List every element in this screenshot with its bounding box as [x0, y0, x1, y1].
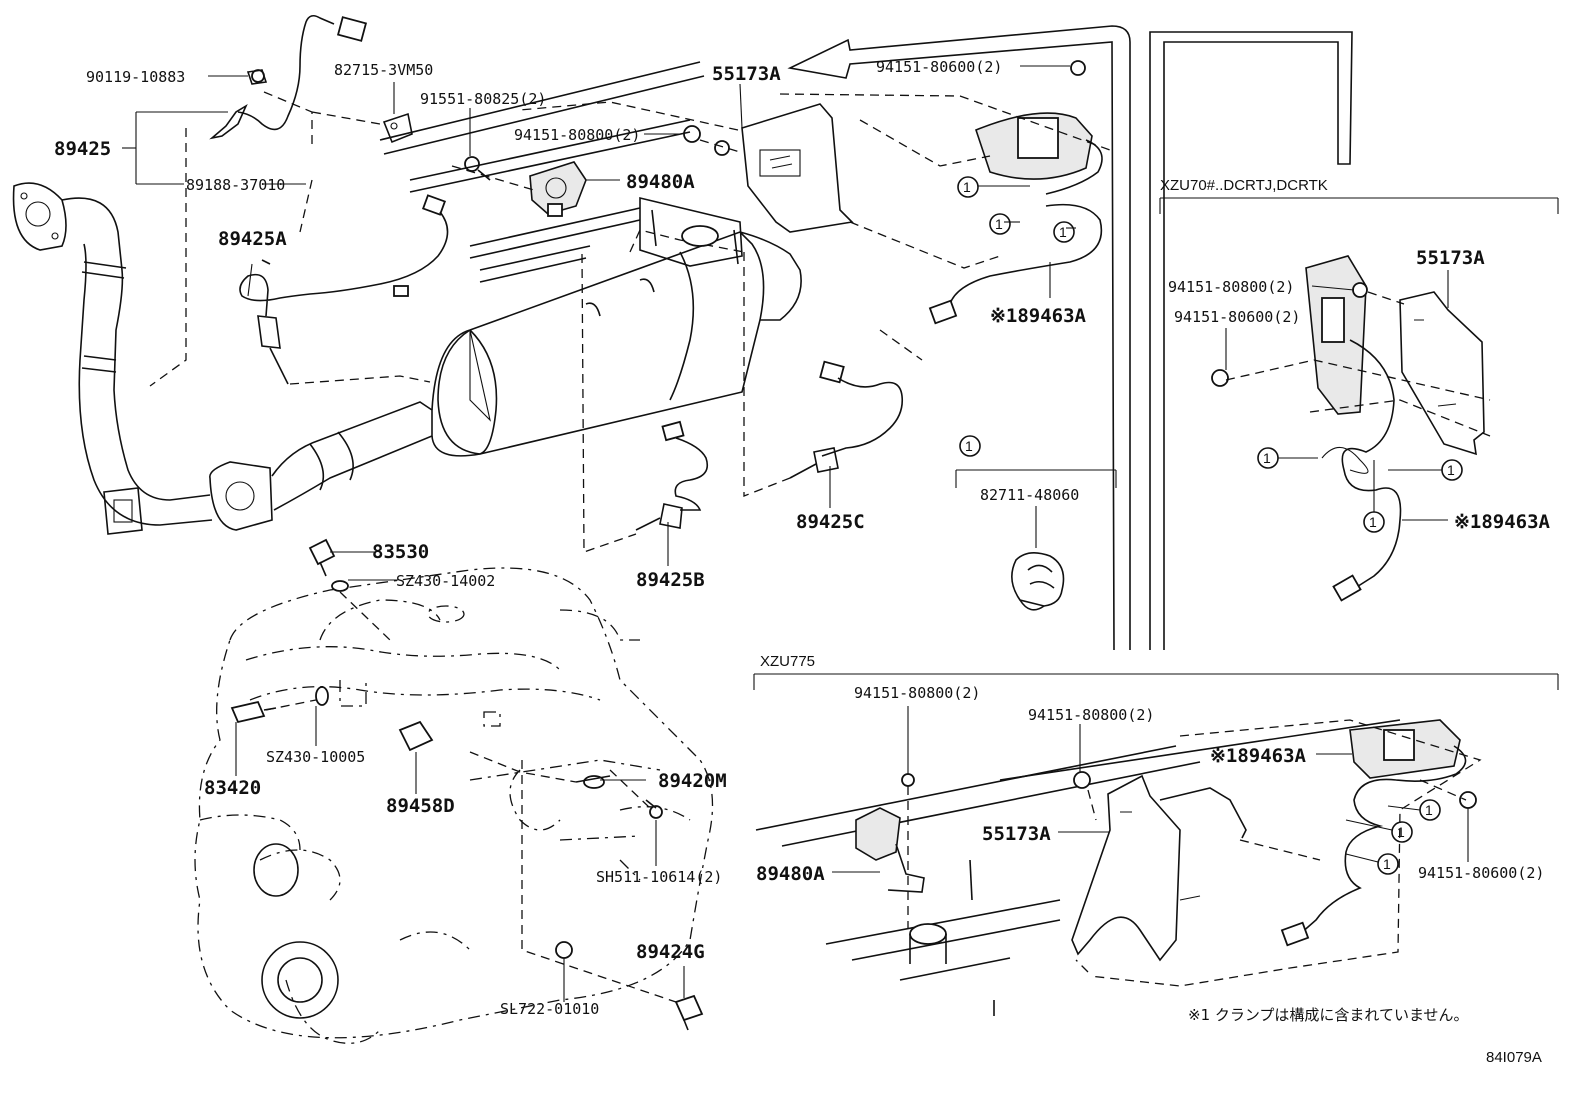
label-sz430-14002: SZ430-14002 [396, 572, 495, 590]
sensor-89425c [789, 360, 904, 479]
clamp-marker: 1 [1369, 514, 1377, 530]
bracket-55173a-top [683, 103, 854, 233]
catalytic-converter [209, 231, 802, 531]
section-frame-bottom [753, 673, 1559, 690]
clamp-marker: 1 [1447, 462, 1455, 478]
label-89463a-right: ※189463A [1454, 511, 1551, 533]
section-title-xzu70: XZU70#..DCRTJ,DCRTK [1160, 177, 1328, 194]
label-94151-80600-bottom: 94151-80600(2) [1418, 864, 1544, 882]
clamp-marker: 1 [965, 438, 973, 454]
bracket-55173a-bottom [1071, 771, 1477, 962]
top-leaders [122, 65, 1070, 566]
figure-id: 84I079A [1486, 1049, 1542, 1066]
right-top-dashed [1225, 291, 1491, 437]
top-frame-rails [379, 61, 743, 283]
label-94151-80800-right: 94151-80800(2) [1168, 278, 1294, 296]
section-frame-right-top [1159, 197, 1559, 214]
label-94151-80800-top: 94151-80800(2) [514, 126, 640, 144]
exhaust-front-pipe [12, 182, 213, 535]
bracket-55173a-right [1399, 291, 1485, 456]
bottom-frame-rails [755, 719, 1401, 1016]
sensor-89425b [635, 420, 709, 531]
label-55173a-bottom: 55173A [982, 823, 1051, 845]
module-89463a-bottom [1280, 719, 1467, 947]
clamp-callouts [957, 176, 1463, 875]
clamp-marker: 1 [995, 216, 1003, 232]
label-94151-80800-bottom-b: 94151-80800(2) [1028, 706, 1154, 724]
clamp-marker: 1 [1059, 224, 1067, 240]
label-sl722-01010: SL722-01010 [500, 1000, 599, 1018]
clamp-marker: 1 [1397, 824, 1405, 840]
label-82715-3vm50: 82715-3VM50 [334, 61, 433, 79]
label-89425c: 89425C [796, 511, 865, 533]
label-55173a-right: 55173A [1416, 247, 1485, 269]
label-89463a-top: ※189463A [990, 305, 1087, 327]
label-83530: 83530 [372, 541, 429, 563]
footnote: ※1 クランプは構成に含まれていません。 [1188, 1006, 1469, 1024]
engine-sensors [230, 538, 704, 1031]
label-89425: 89425 [54, 138, 111, 160]
right-top-leaders [1225, 270, 1449, 521]
clamp-marker: 1 [1383, 856, 1391, 872]
bracket-82715 [382, 112, 413, 144]
label-94151-80800-bottom-a: 94151-80800(2) [854, 684, 980, 702]
label-89425b: 89425B [636, 569, 705, 591]
label-82711-48060: 82711-48060 [980, 486, 1079, 504]
sensor-89480a-top [529, 161, 587, 217]
label-sh511-10614: SH511-10614(2) [596, 868, 722, 886]
section-title-xzu775: XZU775 [760, 653, 815, 670]
part-labels: 90119-10883 82715-3VM50 89425 89188-3701… [54, 58, 1551, 1066]
module-89463a-right [1211, 255, 1402, 602]
label-sz430-10005: SZ430-10005 [266, 748, 365, 766]
clamp-marker: 1 [1263, 450, 1271, 466]
clamp-section [955, 469, 1117, 611]
label-94151-80600-top: 94151-80600(2) [876, 58, 1002, 76]
clamp-marker: 1 [1425, 802, 1433, 818]
clamp-callout-numbers: 1 1 1 1 1 1 1 1 1 1 [963, 179, 1455, 872]
label-91551-80825: 91551-80825(2) [420, 90, 546, 108]
label-89458d: 89458D [386, 795, 455, 817]
label-55173a-top: 55173A [712, 63, 781, 85]
label-83420: 83420 [204, 777, 261, 799]
label-89480a-bottom: 89480A [756, 863, 825, 885]
bottom-leaders [832, 706, 1469, 873]
sensor-89480a-bottom [855, 773, 925, 893]
module-89463a-top [928, 60, 1103, 325]
engine-leaders [235, 551, 685, 1002]
label-89420m: 89420M [658, 770, 727, 792]
label-90119-10883: 90119-10883 [86, 68, 185, 86]
bolt-90119 [246, 69, 268, 85]
label-94151-80600-right: 94151-80600(2) [1174, 308, 1300, 326]
engine-block [194, 567, 714, 1044]
engine-pulley [253, 843, 339, 1019]
label-89424g: 89424G [636, 941, 705, 963]
clamp-marker: 1 [963, 179, 971, 195]
engine-dashed-guides [265, 591, 677, 1003]
route-arrow [787, 25, 1353, 651]
label-89425a: 89425A [218, 228, 287, 250]
sensor-89425a [239, 194, 449, 385]
top-dashed-guides [149, 91, 1111, 553]
bottom-dashed-guides [907, 719, 1482, 987]
label-89463a-bottom: ※189463A [1210, 745, 1307, 767]
label-89188-37010: 89188-37010 [186, 176, 285, 194]
label-89480a-top: 89480A [626, 171, 695, 193]
